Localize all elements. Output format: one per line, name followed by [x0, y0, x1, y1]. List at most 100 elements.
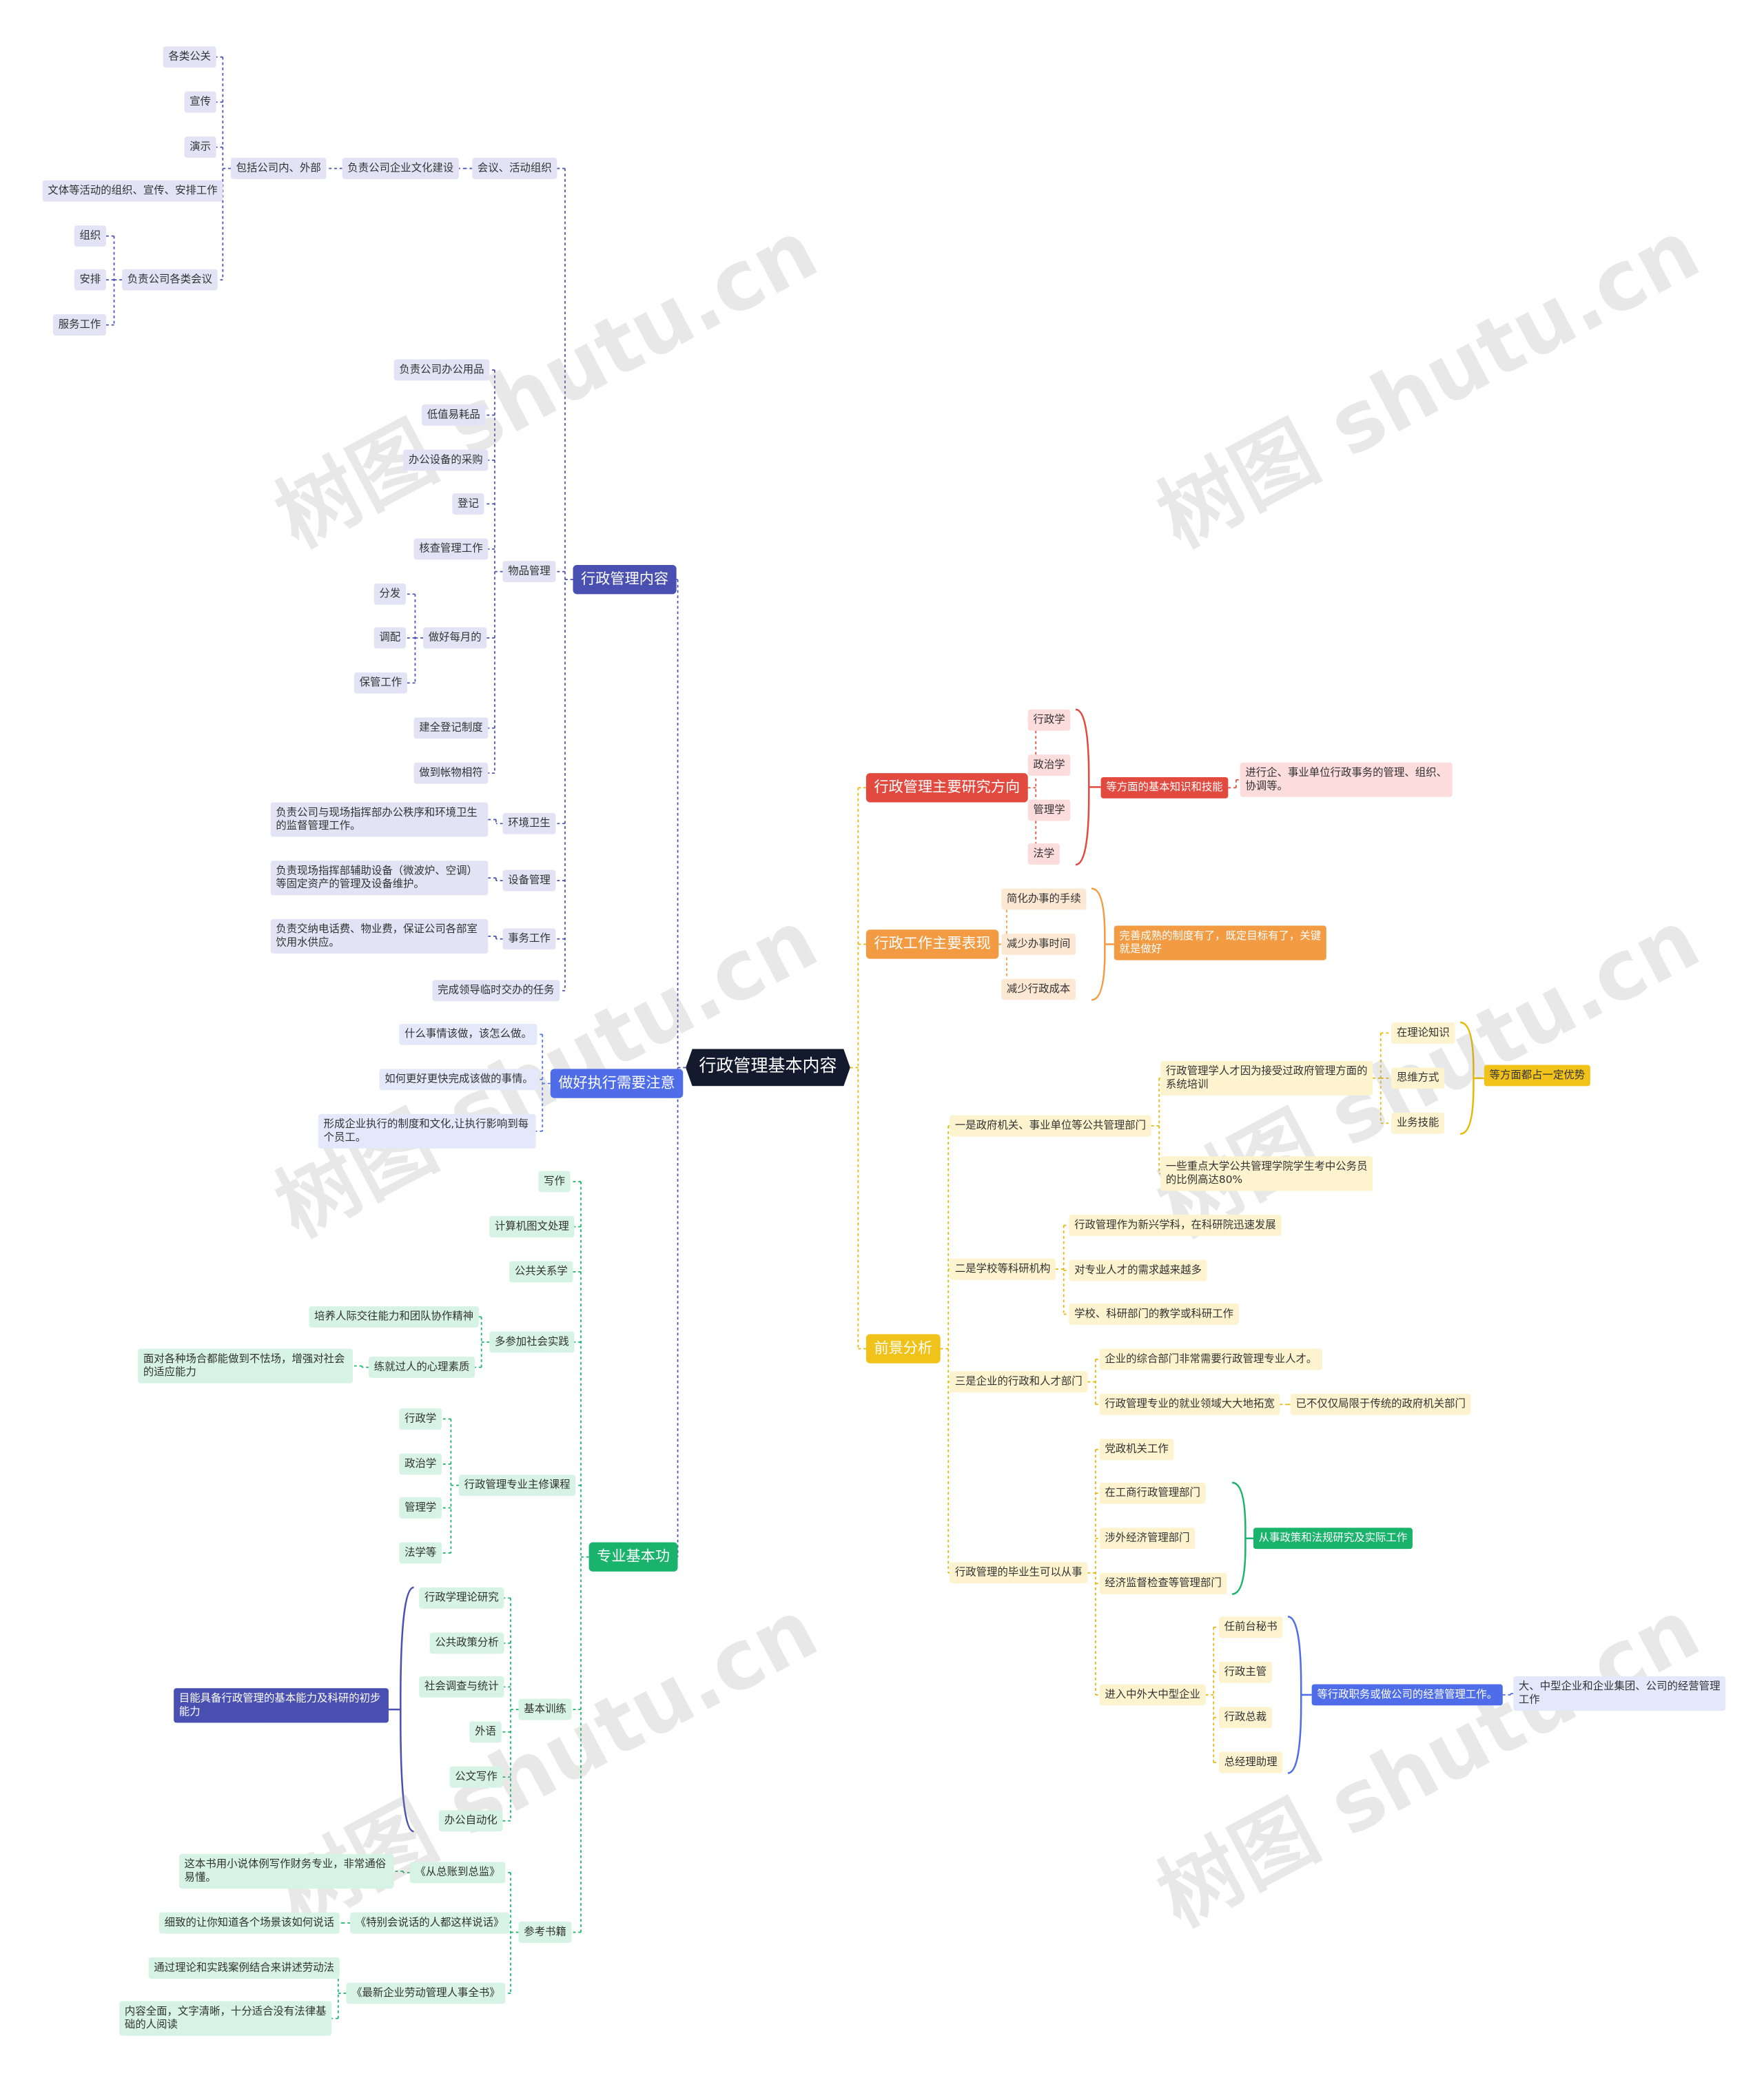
book-labor-management[interactable]: 《最新企业劳动管理人事全书》	[346, 1982, 506, 2004]
leaf-arrange[interactable]: 安排	[74, 269, 106, 291]
leaf-public-relations[interactable]: 各类公关	[163, 46, 216, 68]
leaf-law-etc[interactable]: 法学等	[399, 1542, 442, 1564]
leaf-equipment-purchase[interactable]: 办公设备的采购	[403, 449, 489, 471]
leaf-public-relations-study[interactable]: 公共关系学	[509, 1261, 573, 1283]
node-civil-servant-ratio[interactable]: 一些重点大学公共管理学院学生考中公务员的比例高达80%	[1160, 1156, 1373, 1191]
summary-advantage[interactable]: 等方面都占一定优势	[1484, 1064, 1590, 1087]
leaf-gm-assistant[interactable]: 总经理助理	[1218, 1751, 1283, 1773]
leaf-economic-supervision[interactable]: 经济监督检查等管理部门	[1099, 1572, 1227, 1594]
leaf-custody[interactable]: 保管工作	[353, 672, 407, 694]
node-equipment[interactable]: 设备管理	[502, 870, 556, 892]
leaf-administration[interactable]: 行政学	[399, 1408, 442, 1430]
node-mental-quality[interactable]: 练就过人的心理素质	[369, 1357, 475, 1378]
summary-admin-positions[interactable]: 等行政职务或做公司的经营管理工作。	[1311, 1684, 1503, 1706]
leaf-theory-knowledge[interactable]: 在理论知识	[1391, 1022, 1455, 1044]
detail-affairs: 负责交纳电话费、物业费，保证公司各部室饮用水供应。	[270, 918, 489, 954]
summary-policy-research[interactable]: 从事政策和法规研究及实际工作	[1253, 1527, 1413, 1550]
node-social-practice[interactable]: 多参加社会实践	[489, 1331, 575, 1353]
leaf-publicity[interactable]: 宣传	[184, 91, 216, 113]
leaf-writing[interactable]: 写作	[538, 1171, 571, 1193]
node-graduate-careers[interactable]: 行政管理的毕业生可以从事	[950, 1562, 1088, 1584]
leaf-politics[interactable]: 政治学	[399, 1453, 442, 1475]
leaf-service-work[interactable]: 服务工作	[52, 314, 106, 336]
summary-basic-ability[interactable]: 目能具备行政管理的基本能力及科研的初步能力	[174, 1688, 389, 1723]
book-good-talkers[interactable]: 《特别会说话的人都这样说话》	[350, 1912, 510, 1934]
leaf-registration-system[interactable]: 建全登记制度	[413, 717, 489, 739]
leaf-sports-activities[interactable]: 文体等活动的组织、宣传、安排工作	[42, 180, 223, 202]
leaf-policy-analysis[interactable]: 公共政策分析	[429, 1632, 504, 1654]
leaf-what-to-do[interactable]: 什么事情该做，该怎么做。	[399, 1023, 537, 1045]
leaf-computer-graphics[interactable]: 计算机图文处理	[489, 1216, 575, 1237]
leaf-management[interactable]: 管理学	[1027, 799, 1071, 821]
leaf-reduce-time[interactable]: 减少办事时间	[1001, 934, 1076, 955]
leaf-do-faster[interactable]: 如何更好更快完成该做的事情。	[379, 1069, 539, 1091]
leaf-check-management[interactable]: 核查管理工作	[413, 538, 489, 560]
node-core-courses[interactable]: 行政管理专业主修课程	[458, 1474, 576, 1496]
node-government[interactable]: 一是政府机关、事业单位等公共管理部门	[950, 1115, 1151, 1137]
leaf-party-government[interactable]: 党政机关工作	[1099, 1439, 1174, 1461]
leaf-official-writing[interactable]: 公文写作	[449, 1766, 503, 1788]
topic-admin-content[interactable]: 行政管理内容	[573, 564, 677, 595]
node-research-institutions[interactable]: 二是学校等科研机构	[950, 1258, 1056, 1280]
leaf-theory-research[interactable]: 行政学理论研究	[419, 1587, 504, 1609]
leaf-allocate[interactable]: 调配	[373, 627, 406, 649]
node-employment-widened[interactable]: 行政管理专业的就业领域大大地拓宽	[1099, 1393, 1280, 1415]
leaf-admin-president[interactable]: 行政总裁	[1218, 1707, 1272, 1729]
node-goods-management[interactable]: 物品管理	[502, 561, 556, 582]
node-reference-books[interactable]: 参考书籍	[518, 1922, 572, 1943]
topic-prospect-analysis[interactable]: 前景分析	[865, 1334, 941, 1364]
leaf-emerging-discipline[interactable]: 行政管理作为新兴学科，在科研院迅速发展	[1069, 1215, 1282, 1236]
node-meeting-activity[interactable]: 会议、活动组织	[472, 158, 557, 179]
leaf-teamwork[interactable]: 培养人际交往能力和团队协作精神	[309, 1306, 479, 1328]
node-environment[interactable]: 环境卫生	[502, 812, 556, 834]
leaf-enterprise-needs[interactable]: 企业的综合部门非常需要行政管理专业人才。	[1099, 1348, 1323, 1370]
leaf-consumables[interactable]: 低值易耗品	[422, 404, 486, 426]
topic-work-performance[interactable]: 行政工作主要表现	[865, 929, 999, 959]
node-inside-outside[interactable]: 包括公司内、外部	[230, 158, 327, 179]
summary-mature-system[interactable]: 完善成熟的制度有了，既定目标有了，关键就是做好	[1114, 925, 1326, 960]
leaf-simplify-procedures[interactable]: 简化办事的手续	[1001, 888, 1087, 910]
leaf-admin-supervisor[interactable]: 行政主管	[1218, 1661, 1272, 1683]
book-ledger-to-director[interactable]: 《从总账到总监》	[409, 1862, 506, 1884]
detail-mental-quality: 面对各种场合都能做到不怯场，增强对社会的适应能力	[138, 1348, 353, 1383]
leaf-reduce-cost[interactable]: 减少行政成本	[1001, 978, 1076, 1000]
leaf-demo[interactable]: 演示	[184, 136, 216, 158]
leaf-distribute[interactable]: 分发	[373, 583, 406, 605]
leaf-register[interactable]: 登记	[452, 493, 484, 515]
leaf-administration[interactable]: 行政学	[1027, 709, 1071, 731]
node-company-meetings[interactable]: 负责公司各类会议	[122, 269, 218, 291]
leaf-foreign-language[interactable]: 外语	[469, 1721, 502, 1743]
leaf-organize[interactable]: 组织	[74, 225, 106, 247]
node-culture-building[interactable]: 负责公司企业文化建设	[342, 158, 459, 179]
leaf-business-skills[interactable]: 业务技能	[1391, 1112, 1445, 1134]
leaf-office-supplies[interactable]: 负责公司办公用品	[393, 359, 490, 381]
detail-management-organize: 进行企、事业单位行政事务的管理、组织、协调等。	[1240, 762, 1453, 797]
leaf-politics[interactable]: 政治学	[1027, 754, 1071, 776]
summary-knowledge-skills[interactable]: 等方面的基本知识和技能	[1100, 776, 1229, 799]
node-enterprise-departments[interactable]: 三是企业的行政和人才部门	[950, 1371, 1088, 1393]
node-affairs[interactable]: 事务工作	[502, 928, 556, 950]
leaf-social-survey[interactable]: 社会调查与统计	[419, 1676, 504, 1698]
node-basic-training[interactable]: 基本训练	[518, 1698, 572, 1720]
leaf-industry-commerce[interactable]: 在工商行政管理部门	[1099, 1482, 1206, 1504]
topic-basic-skills[interactable]: 专业基本功	[588, 1542, 678, 1572]
node-monthly[interactable]: 做好每月的	[423, 627, 487, 649]
node-talent-training[interactable]: 行政管理学人才因为接受过政府管理方面的系统培训	[1160, 1060, 1373, 1095]
leaf-accounts-match[interactable]: 做到帐物相符	[413, 762, 489, 784]
topic-research-direction[interactable]: 行政管理主要研究方向	[865, 773, 1028, 803]
leaf-foreign-economic[interactable]: 涉外经济管理部门	[1099, 1527, 1196, 1550]
leaf-teaching-research[interactable]: 学校、科研部门的教学或科研工作	[1069, 1304, 1239, 1325]
bracket	[1460, 1021, 1475, 1135]
leaf-talent-demand[interactable]: 对专业人才的需求越来越多	[1069, 1259, 1207, 1282]
leaf-thinking-style[interactable]: 思维方式	[1391, 1067, 1445, 1089]
node-temp-tasks[interactable]: 完成领导临时交办的任务	[432, 980, 560, 1002]
node-large-enterprises[interactable]: 进入中外大中型企业	[1099, 1684, 1206, 1706]
leaf-office-automation[interactable]: 办公自动化	[439, 1810, 503, 1832]
book-note: 通过理论和实践案例结合来讲述劳动法	[148, 1957, 340, 1979]
topic-execution[interactable]: 做好执行需要注意	[550, 1069, 684, 1098]
leaf-front-desk-secretary[interactable]: 任前台秘书	[1218, 1616, 1283, 1638]
root-topic[interactable]: 行政管理基本内容	[686, 1049, 850, 1087]
leaf-execution-culture[interactable]: 形成企业执行的制度和文化,让执行影响到每个员工。	[318, 1113, 536, 1149]
leaf-management[interactable]: 管理学	[399, 1497, 442, 1519]
leaf-law[interactable]: 法学	[1027, 843, 1060, 865]
